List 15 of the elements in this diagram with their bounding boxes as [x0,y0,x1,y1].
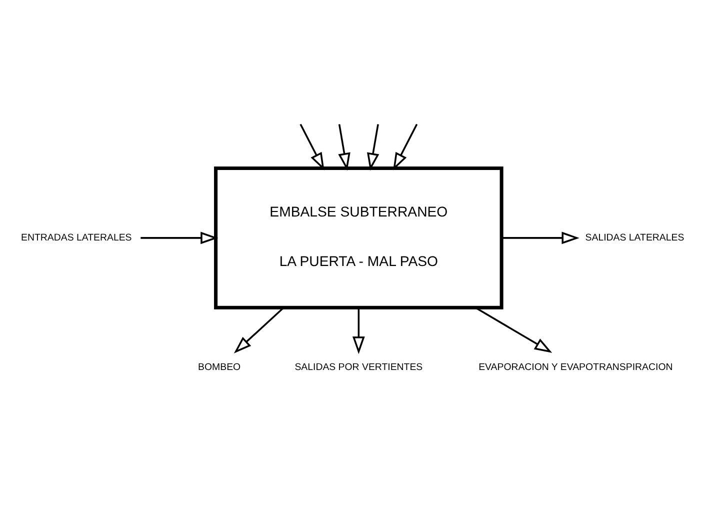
node-text: SALIDAS LATERALES [585,232,684,243]
node-text: ENTRADAS LATERALES [21,232,132,243]
arrow [300,123,324,170]
node-text: EVAPORACION Y EVAPOTRANSPIRACION [478,362,673,373]
arrow [502,231,580,244]
arrow [140,231,218,244]
node-text: SALIDAS POR VERTIENTES [294,362,423,373]
node-box: EMBALSE SUBTERRANEO LA PUERTA - MAL PASO [214,166,504,309]
arrow [352,307,365,354]
arrow [338,124,350,170]
arrow [393,123,418,170]
arrow [234,306,284,353]
arrow [366,124,380,170]
arrow [474,306,552,352]
node-text: BOMBEO [198,362,241,373]
